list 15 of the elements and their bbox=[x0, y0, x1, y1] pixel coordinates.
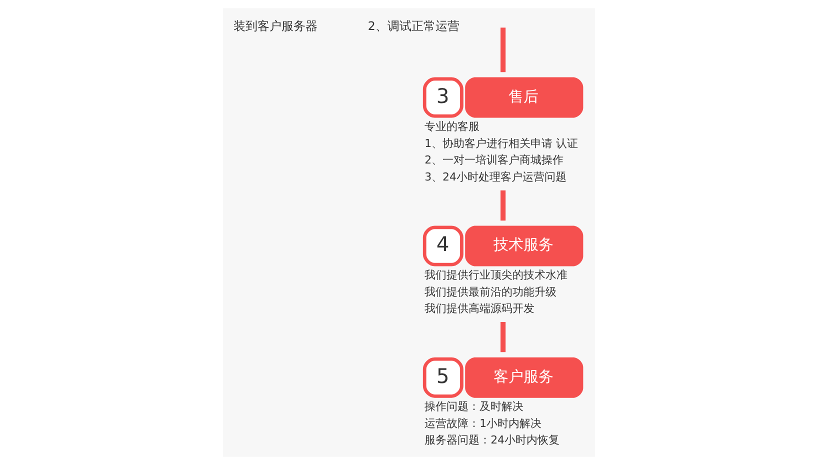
node-label: 2、一对一培训客户商城操作 bbox=[424, 154, 564, 167]
label: 装到客户服务器 bbox=[232, 18, 317, 33]
node-label: 服务器问题：24小时内恢复 bbox=[424, 434, 560, 447]
label: 2、调试正常运营 bbox=[367, 18, 459, 33]
node-label: 1、协助客户进行相关申请 认证 bbox=[424, 136, 578, 150]
connector bbox=[500, 190, 506, 221]
node-label: 3、24小时处理客户运营问题 bbox=[424, 170, 566, 184]
node-label: 专业的客服 bbox=[424, 120, 480, 133]
node-label: 操作问题：及时解决 bbox=[424, 400, 524, 413]
connector bbox=[500, 28, 506, 72]
node-label: 我们提供行业顶尖的技术水准 bbox=[424, 268, 568, 282]
connector bbox=[500, 322, 506, 352]
node-label: 我们提供高端源码开发 bbox=[424, 302, 534, 316]
node-label: 运营故障：1小时内解决 bbox=[424, 416, 542, 430]
node-label: 我们提供最前沿的功能升级 bbox=[424, 285, 556, 298]
